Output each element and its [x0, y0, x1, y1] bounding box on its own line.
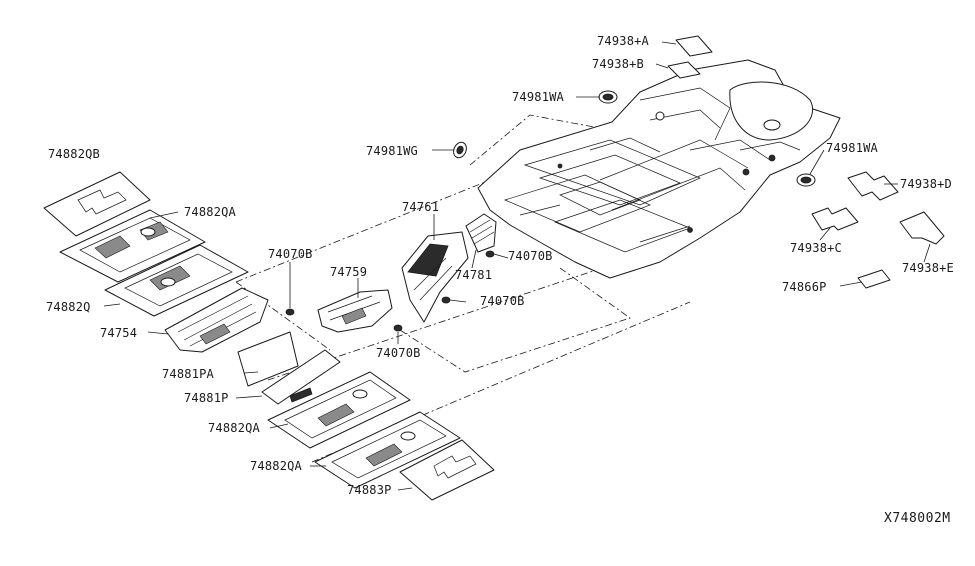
- pad-74866p-icon: [857, 269, 891, 289]
- label-74754: 74754: [100, 326, 137, 340]
- label-74882q: 74882Q: [46, 300, 91, 314]
- mat-74882qb-icon: [43, 171, 151, 237]
- carpet-74882q-icon: [104, 244, 249, 317]
- carpet-74882qa-1-icon: [267, 371, 411, 449]
- label-74938b: 74938+B: [592, 57, 644, 71]
- label-74938d: 74938+D: [900, 177, 952, 191]
- carpet-74882qa-2-icon: [314, 411, 461, 489]
- clip-74070b-2-icon: [485, 250, 495, 258]
- pad-74881p-icon: [261, 349, 341, 405]
- label-74070b-1: 74070B: [268, 247, 313, 261]
- label-74883p: 74883P: [347, 483, 392, 497]
- label-74981wa-top: 74981WA: [512, 90, 565, 104]
- label-74881pa: 74881PA: [162, 367, 215, 381]
- label-74882qa-top: 74882QA: [184, 205, 237, 219]
- label-74881p: 74881P: [184, 391, 229, 405]
- floor-panel: [477, 59, 841, 279]
- mat-74883p-icon: [399, 439, 495, 501]
- pad-74938a-icon: [675, 35, 713, 57]
- pad-74938d-icon: [847, 171, 899, 201]
- insulator-74759-icon: [317, 289, 393, 333]
- label-74938e: 74938+E: [902, 261, 954, 275]
- label-74882qb: 74882QB: [48, 147, 100, 161]
- clip-74070b-4-icon: [393, 324, 403, 332]
- label-74882qa-2: 74882QA: [250, 459, 303, 473]
- label-74882qa-1: 74882QA: [208, 421, 261, 435]
- grommet-74981wa-right-icon: [796, 173, 816, 187]
- clip-74070b-3-icon: [441, 296, 451, 304]
- insulator-74781-icon: [465, 213, 497, 253]
- part-labels: 74938+A 74938+B 74981WA 74981WG 74981WA …: [46, 34, 954, 497]
- carpet-74882qa-top-icon: [59, 209, 206, 283]
- label-74070b-4: 74070B: [376, 346, 421, 360]
- label-74070b-3: 74070B: [480, 294, 525, 308]
- grommet-74981wg-icon: [453, 141, 467, 159]
- label-74981wg: 74981WG: [366, 144, 418, 158]
- label-74938c: 74938+C: [790, 241, 842, 255]
- pad-74938e-icon: [899, 211, 945, 245]
- label-74938a: 74938+A: [597, 34, 650, 48]
- insulator-74754-icon: [164, 287, 269, 353]
- label-74759: 74759: [330, 265, 367, 279]
- label-74981wa-right: 74981WA: [826, 141, 879, 155]
- pad-74938c-icon: [811, 207, 859, 231]
- pad-74938b-icon: [667, 61, 701, 79]
- grommet-74981wa-top-icon: [598, 90, 618, 104]
- label-74866p: 74866P: [782, 280, 827, 294]
- label-74761: 74761: [402, 200, 439, 214]
- label-74070b-2: 74070B: [508, 249, 553, 263]
- leader-lines: [103, 41, 931, 491]
- label-74781: 74781: [455, 268, 492, 282]
- clip-74070b-1-icon: [285, 262, 295, 316]
- diagram-code: X748002M: [884, 511, 951, 526]
